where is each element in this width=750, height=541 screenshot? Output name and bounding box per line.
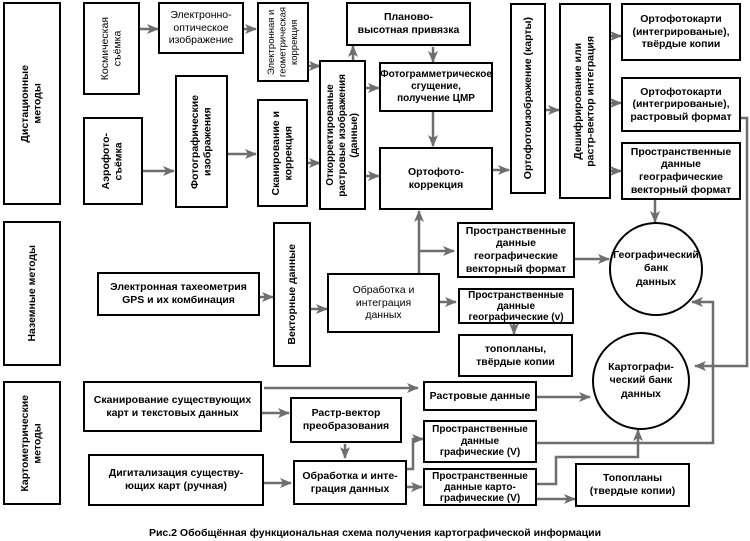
orthomaps-hard-copies: Ортофотокарти (интегрированые), твёрдые … [621, 3, 741, 61]
topoplans-hard-copies: топопланы, твёрдые копии [458, 334, 573, 377]
spatial-graphic-v: Пространственные данные графические (V) [423, 420, 537, 463]
cartographic-data-bank: Картографи- ческий банк данных [592, 332, 690, 430]
scan-existing-maps: Сканирование существующих карт и текстов… [83, 381, 262, 432]
electronic-geometric-correction: Электронная и геометрическая коррекция [257, 2, 309, 82]
orthophoto-image: Ортофотоизображение (карты) [510, 3, 546, 194]
arrow-processing-to-graphic [407, 434, 424, 471]
electro-optic-image: Электронно- оптическое изображение [158, 2, 244, 54]
figure-caption: Рис.2 Обобщённая функциональная схема по… [148, 527, 602, 539]
raster-data: Растровые данные [423, 381, 537, 411]
decoding-raster-vector: Дешифрирование или растр-вектор интеграц… [559, 3, 611, 199]
arrow-raster-to-cartobank [694, 116, 749, 371]
corrected-raster-images: Откорректированые растровые изображения … [319, 60, 366, 210]
electronic-tacheometry-gps: Электронная тахеометрия GPS и их комбина… [97, 272, 260, 316]
photo-images: Фотографические изображения [175, 75, 228, 208]
arrow-cartographic-to-cartobank [537, 429, 643, 486]
digitize-existing-maps: Дигитализация существу- ющих карт (ручна… [88, 454, 264, 506]
spatial-cartographic-v: Пространственные данные карто- графическ… [423, 468, 537, 506]
spatial-geo-vector-top: Пространственные данные географические в… [621, 142, 741, 200]
aerial-survey: Аэрофото- съёмка [83, 117, 143, 205]
arrow-graphic-to-geobank [537, 297, 715, 445]
vector-data: Векторные данные [273, 222, 311, 367]
group-remote-methods: Дистационные методы [3, 2, 61, 205]
plan-height-reference: Планово- высотная привязка [346, 2, 471, 46]
scan-and-correction: Сканирование и коррекция [257, 99, 308, 207]
group-ground-methods: Наземные методы [3, 221, 61, 366]
geographic-data-bank: Географический банк данных [609, 222, 703, 316]
space-survey: Космическая съёмка [83, 2, 140, 95]
group-cartometric-methods: Картометрические методы [3, 381, 61, 505]
data-processing-integration: Обработка и интеграция данных [327, 273, 440, 333]
orthomaps-raster-format: Ортофотокарти (интегрированые), растровы… [621, 77, 741, 132]
spatial-geo-vector-format: Пространственные данные географические в… [457, 222, 575, 278]
photogrammetric-densification: Фотограмметрическое сгущение, получение … [379, 62, 493, 112]
orthophoto-correction: Ортофото- коррекция [379, 147, 493, 210]
raster-vector-conversion: Растр-вектор преобразования [290, 397, 402, 443]
topoplans: Топопланы (твердые копии) [575, 463, 690, 507]
spatial-geo-v: Пространственные данные географические (… [458, 288, 574, 324]
processing-and-integration: Обработка и инте- грация данных [293, 460, 407, 505]
